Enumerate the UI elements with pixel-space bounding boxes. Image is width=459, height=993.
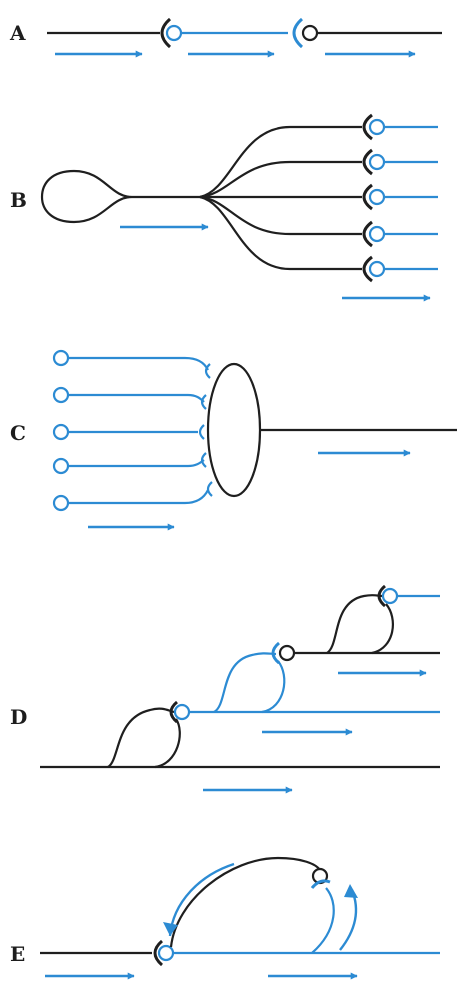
panel-label-a: A [9,21,26,45]
synaptic-terminal [368,118,386,136]
synapse-contact [198,424,205,440]
panel-b: B [10,113,438,302]
synapse-cleft [271,641,281,665]
presynaptic-terminal [52,423,70,441]
input-neuron [52,349,211,379]
panel-label-b: B [10,188,27,212]
synaptic-terminal [381,587,399,605]
recurrent-collateral [311,887,335,954]
input-neuron [52,423,205,441]
input-neuron [52,452,207,475]
synapse-contact [200,394,207,410]
synapse-row [362,220,438,248]
axon-line [68,356,209,371]
synaptic-terminal [368,225,386,243]
synapse-row [362,183,438,211]
synapse-cleft [362,148,373,176]
panel-label-d: D [10,705,27,729]
feedback-arrow [339,889,358,951]
axon-collateral [107,707,176,768]
synaptic-terminal [165,24,183,42]
synapse-cleft [362,113,373,141]
synaptic-terminal [278,644,296,662]
neuron-cell-body [40,169,133,224]
panel-label-e: E [10,942,25,966]
axon-collateral [261,660,286,714]
panel-a: A [9,17,442,58]
synapse-cleft [310,879,331,889]
synapse-contact [200,452,207,468]
synaptic-terminal [368,260,386,278]
axon-collateral [213,652,277,713]
panel-c: C [10,349,457,531]
axon-collateral [326,594,383,654]
recurrent-collateral [169,856,321,948]
presynaptic-terminal [52,494,70,512]
arrowhead [163,922,178,936]
presynaptic-terminal [52,457,70,475]
panel-d: D [10,584,440,794]
synapse-cleft [362,255,373,283]
postsynaptic-cell-body [206,362,262,498]
synapse-cleft [292,17,304,49]
synapse-cleft [169,700,179,724]
axon-branch [199,195,362,271]
synapse-row [362,148,438,176]
input-neuron [52,481,213,512]
synapse-contact [206,481,213,497]
axon-branch [199,195,362,236]
axon-collateral [154,718,181,769]
synaptic-terminal [368,188,386,206]
synaptic-terminal [157,944,175,962]
panel-e: E [10,856,440,980]
axon-branch [199,125,362,199]
presynaptic-terminal [52,386,70,404]
synapse-contact [204,363,211,379]
synapse-cleft [153,939,164,967]
synaptic-terminal [173,703,191,721]
synapse-cleft [362,183,373,211]
panel-label-c: C [10,421,26,445]
presynaptic-terminal [52,349,70,367]
axon-line [68,459,205,468]
synapse-row [362,255,438,283]
axon-line [68,489,209,505]
synaptic-terminal [301,24,319,42]
synapse-cleft [377,584,387,608]
synapse-row [362,113,438,141]
axon-line [68,393,205,403]
synapse-cleft [362,220,373,248]
synapse-cleft [160,17,172,49]
arrowhead [344,884,358,898]
axon-collateral [371,603,394,655]
axon-branch [199,160,362,199]
input-neuron [52,386,207,410]
synaptic-terminal [368,153,386,171]
